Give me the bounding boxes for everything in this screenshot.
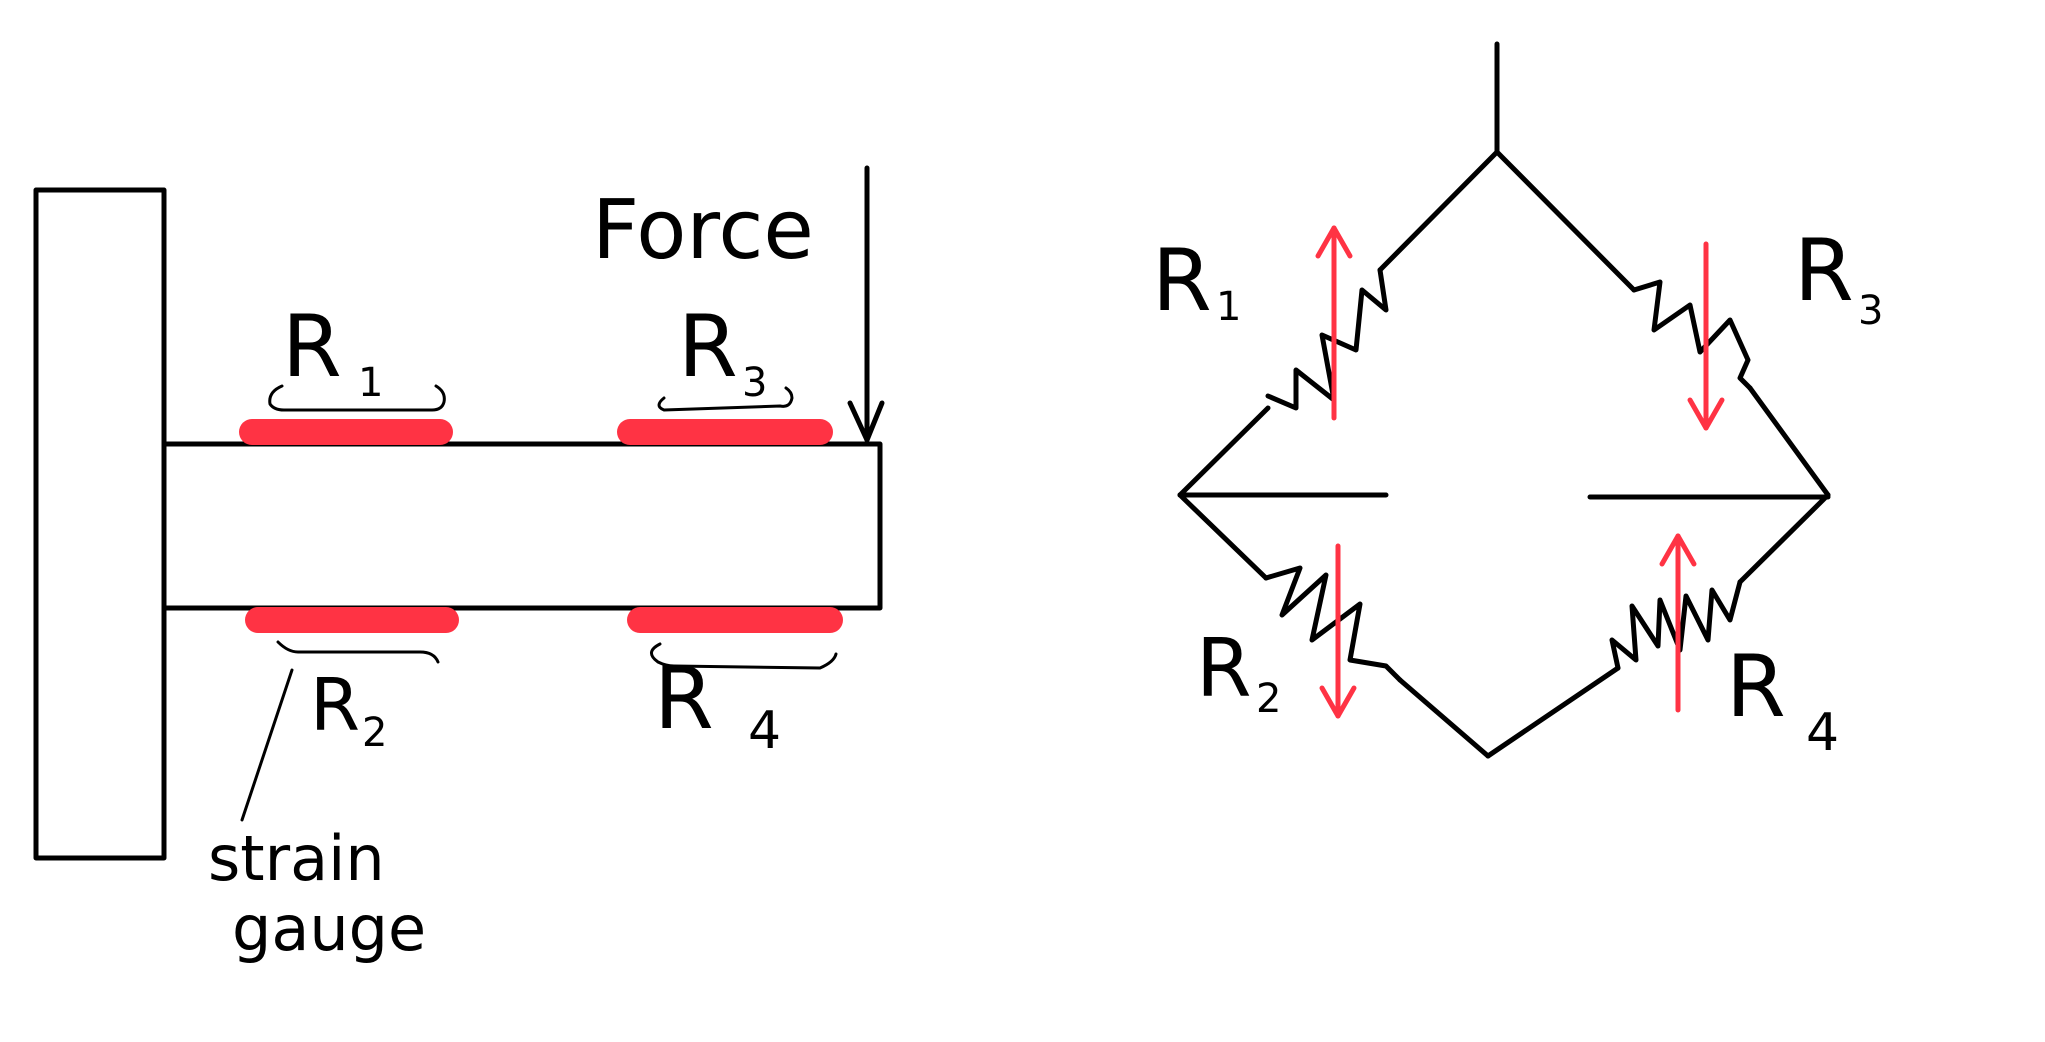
brace-r4 <box>650 642 838 670</box>
wire-r3-to-right <box>1747 385 1831 498</box>
brace-r2 <box>276 640 440 664</box>
svg-text:R: R <box>310 663 360 747</box>
bridge-label-r1: R 1 <box>1152 231 1241 331</box>
strain-arrow-r4-up-icon <box>1659 533 1697 713</box>
svg-text:R: R <box>1794 221 1854 321</box>
strain-gauge-pointer <box>240 668 294 822</box>
svg-text:4: 4 <box>1806 703 1839 763</box>
svg-text:R: R <box>282 297 342 397</box>
label-r2: R 2 <box>310 663 387 756</box>
force-label: Force <box>592 183 814 278</box>
wire-top-to-r1 <box>1377 149 1500 273</box>
wire-r4-to-right <box>1737 492 1831 585</box>
strain-arrow-r2-down-icon <box>1319 543 1357 719</box>
force-arrow <box>847 165 885 443</box>
svg-text:R: R <box>1726 637 1786 737</box>
bridge-label-r2: R 2 <box>1196 622 1281 722</box>
strain-gauge-label-line1: strain <box>208 822 385 895</box>
wire-r1-to-left <box>1177 405 1271 498</box>
bridge-label-r3: R 3 <box>1794 221 1883 334</box>
wire-r2-to-bottom <box>1397 677 1491 759</box>
label-r1: R 1 <box>282 297 383 406</box>
svg-text:R: R <box>678 297 738 397</box>
svg-text:R: R <box>1152 231 1212 331</box>
label-r3: R 3 <box>678 297 767 406</box>
bridge-label-r4: R 4 <box>1726 637 1839 763</box>
beam <box>161 441 883 611</box>
brace-r3 <box>657 386 794 412</box>
wheatstone-bridge-diagram: R 1 R 3 R 2 R 4 <box>1152 41 1883 763</box>
strain-arrow-r1-up-icon <box>1315 225 1353 421</box>
wall-support <box>33 187 167 861</box>
svg-text:4: 4 <box>748 701 781 761</box>
svg-text:3: 3 <box>742 360 767 406</box>
svg-text:R: R <box>1196 622 1252 715</box>
cantilever-diagram: Force R 1 R 3 R 2 R 4 strain gauge <box>33 165 885 965</box>
label-r4: R 4 <box>654 649 781 761</box>
svg-text:R: R <box>654 649 714 749</box>
svg-text:2: 2 <box>362 710 387 756</box>
brace-r1 <box>268 384 446 412</box>
resistor-r4 <box>1609 579 1743 671</box>
wire-left-to-r2 <box>1177 492 1269 581</box>
resistor-r3 <box>1631 279 1753 391</box>
svg-text:1: 1 <box>1216 284 1241 330</box>
wire-bottom-to-r4 <box>1485 665 1621 759</box>
wire-top-to-r3 <box>1494 149 1637 293</box>
svg-text:3: 3 <box>1858 288 1883 334</box>
resistor-r2 <box>1263 565 1403 683</box>
svg-text:1: 1 <box>358 360 383 406</box>
strain-gauge-label-line2: gauge <box>232 892 426 965</box>
resistor-r1 <box>1265 267 1389 411</box>
strain-arrow-r3-down-icon <box>1687 241 1725 431</box>
svg-text:2: 2 <box>1256 676 1281 722</box>
